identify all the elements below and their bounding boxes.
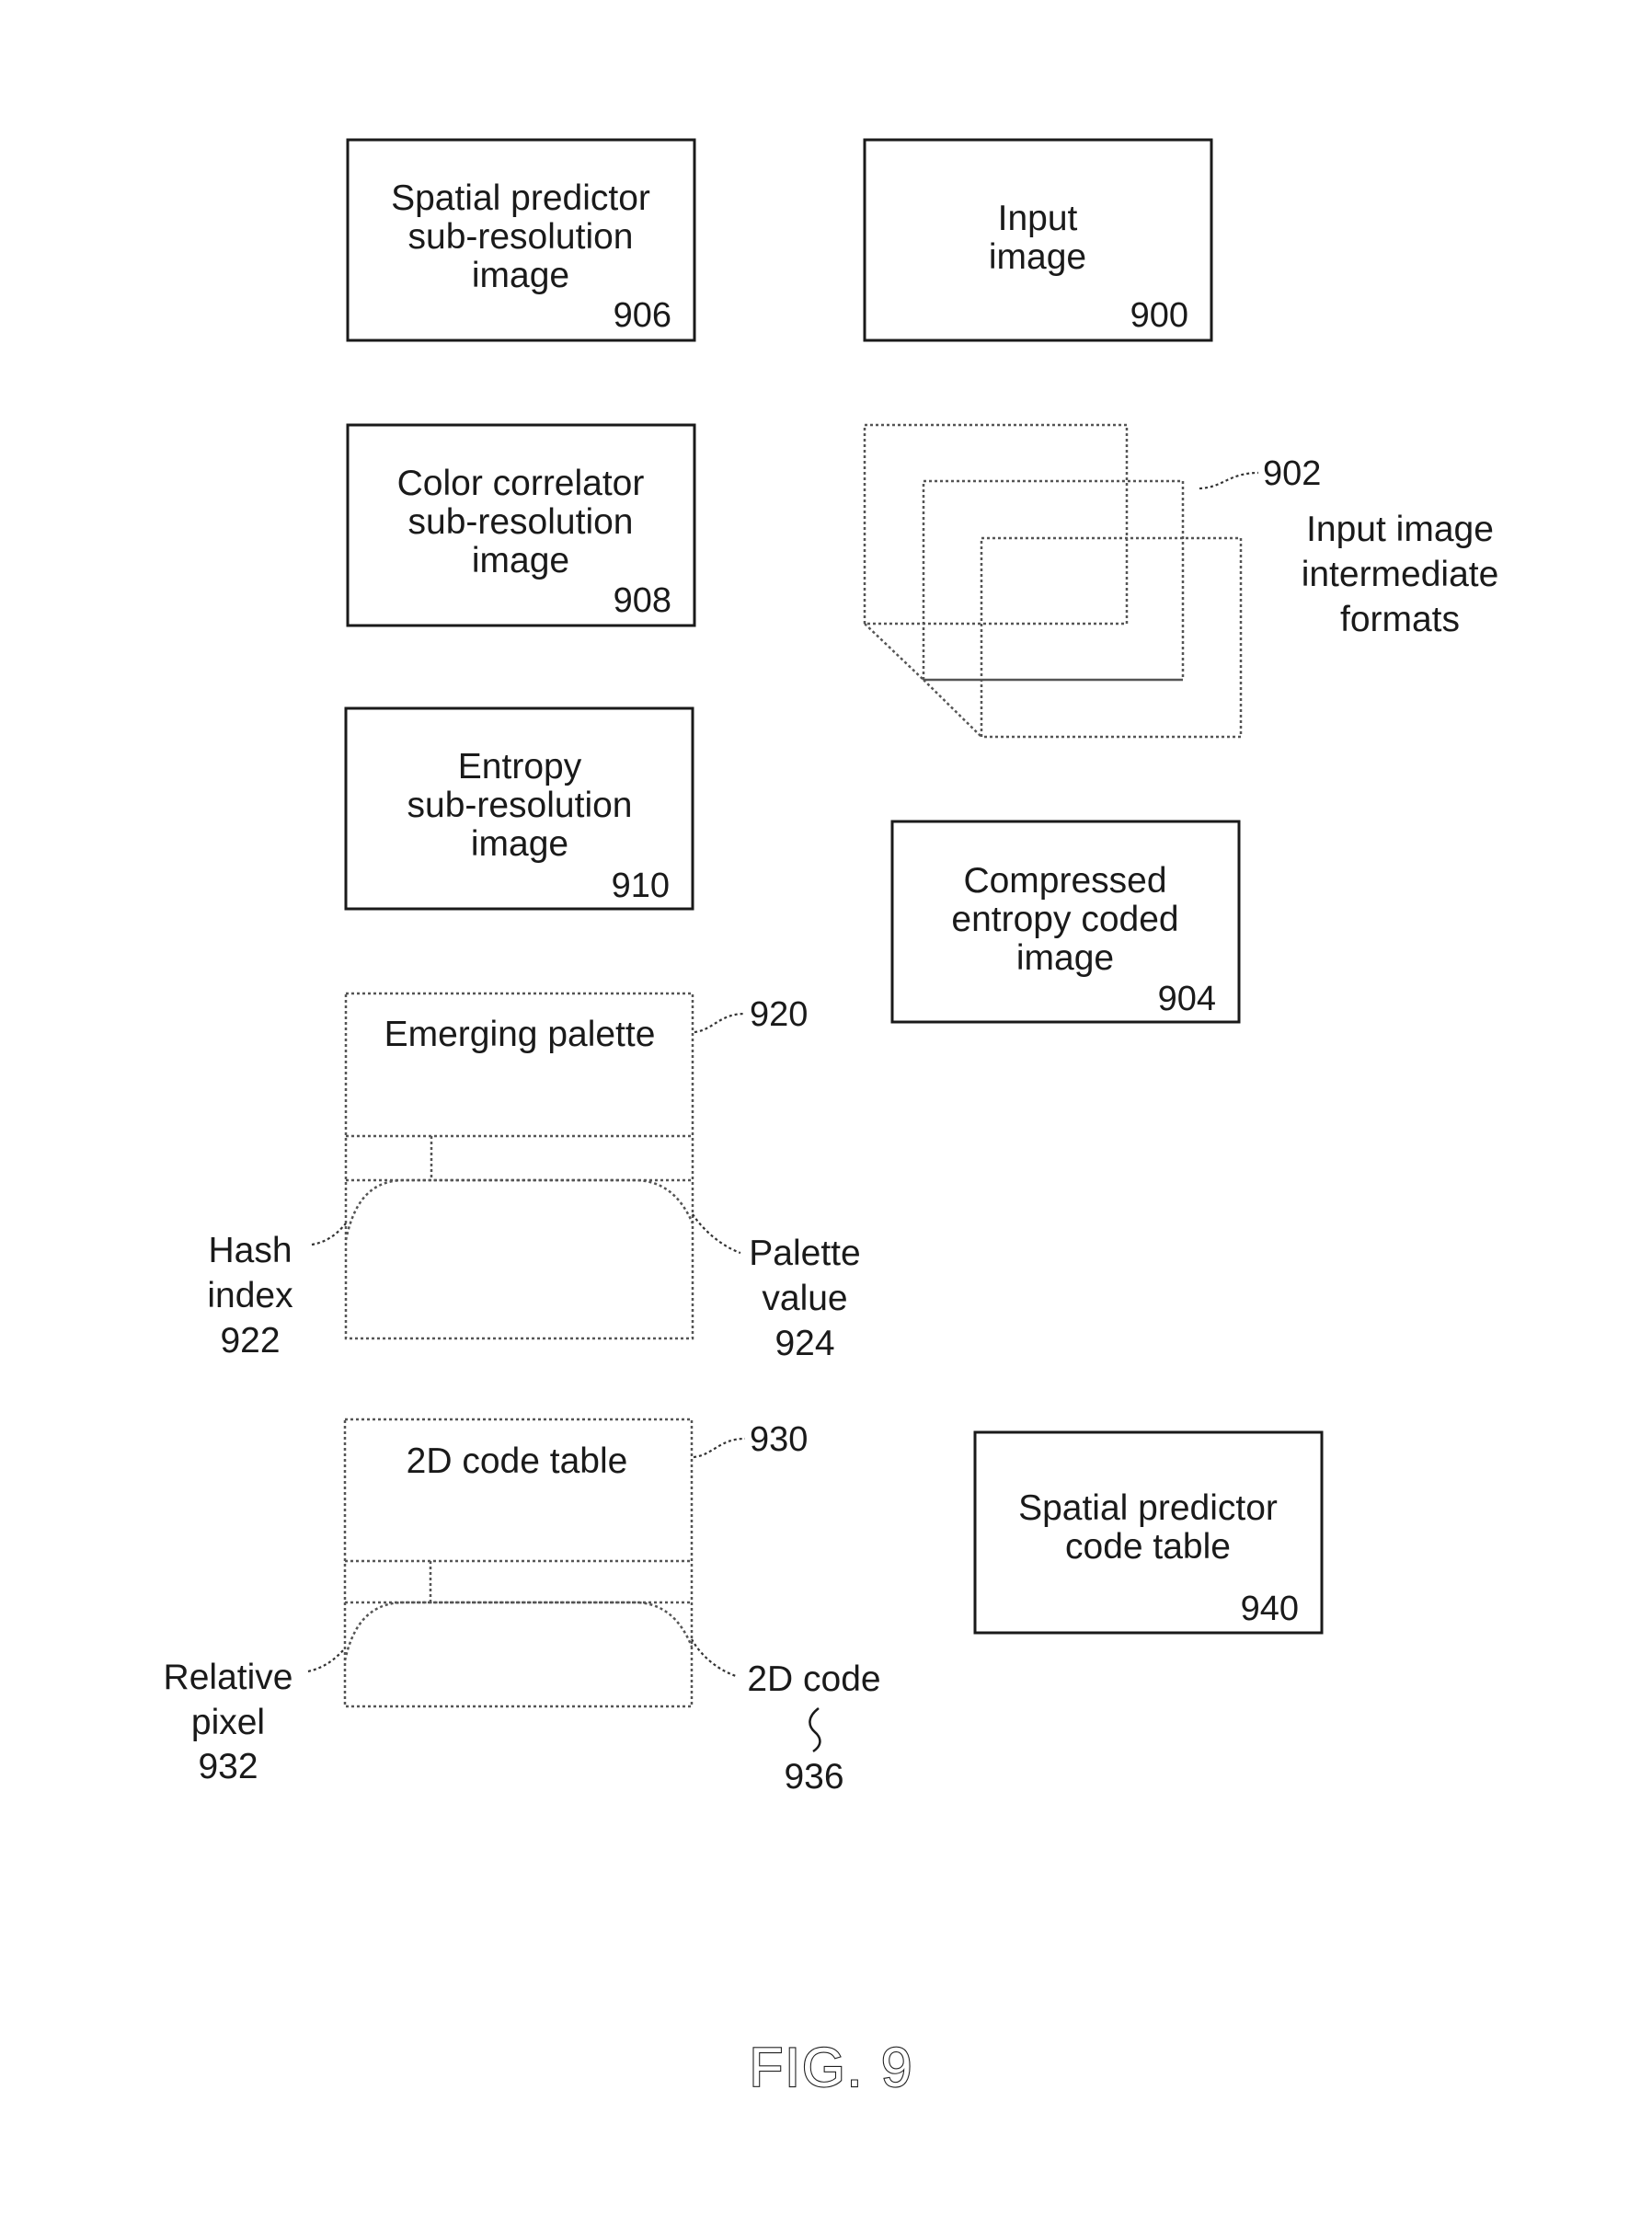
2d-code-label: 2D code: [747, 1659, 880, 1699]
box-904-line-3: image: [1016, 938, 1114, 978]
box-906-number: 906: [614, 296, 671, 335]
codetable-number: 930: [750, 1420, 808, 1459]
box-908-line-3: image: [472, 541, 569, 580]
box-900-input-image: Input image 900: [865, 140, 1211, 340]
formats-line-2: intermediate: [1302, 555, 1499, 594]
box-906-line-3: image: [472, 256, 569, 295]
formats-number: 902: [1263, 454, 1321, 493]
box-904-line-1: Compressed: [963, 861, 1166, 901]
relative-pixel-line-1: Relative: [164, 1658, 293, 1697]
box-910-entropy-subres: Entropy sub-resolution image 910: [346, 708, 693, 909]
box-940-line-2: code table: [1065, 1527, 1231, 1567]
input-image-intermediate-formats-902: 902 Input image intermediate formats: [865, 425, 1498, 737]
codetable-title: 2D code table: [407, 1441, 628, 1481]
relative-pixel-number: 932: [198, 1747, 258, 1786]
palette-number: 920: [750, 995, 808, 1034]
box-900-line-1: Input: [998, 199, 1078, 238]
2d-code-number: 936: [784, 1757, 843, 1797]
box-910-line-2: sub-resolution: [407, 786, 633, 825]
box-900-line-2: image: [989, 237, 1086, 277]
emerging-palette-920: Emerging palette 920 Hash index 922 Pale…: [207, 993, 860, 1363]
palette-value-line-1: Palette: [749, 1234, 860, 1273]
palette-title: Emerging palette: [384, 1015, 656, 1054]
hash-index-number: 922: [220, 1321, 280, 1361]
palette-value-number: 924: [774, 1324, 834, 1363]
box-910-line-1: Entropy: [458, 747, 582, 787]
box-908-line-2: sub-resolution: [408, 502, 634, 542]
box-908-line-1: Color correlator: [397, 464, 645, 503]
formats-line-3: formats: [1340, 600, 1460, 639]
box-908-number: 908: [614, 581, 671, 620]
box-908-color-correlator-subres: Color correlator sub-resolution image 90…: [348, 425, 694, 626]
box-904-line-2: entropy coded: [951, 900, 1178, 939]
box-910-line-3: image: [471, 824, 568, 864]
relative-pixel-line-2: pixel: [191, 1703, 265, 1742]
box-906-line-2: sub-resolution: [408, 217, 634, 257]
box-940-spatial-predictor-code-table: Spatial predictor code table 940: [975, 1432, 1322, 1633]
hash-index-line-1: Hash: [208, 1231, 292, 1270]
box-904-compressed-entropy-coded: Compressed entropy coded image 904: [892, 821, 1239, 1022]
code-table-930: 2D code table 930 Relative pixel 932 2D …: [164, 1419, 881, 1797]
palette-value-line-2: value: [762, 1279, 847, 1318]
box-904-number: 904: [1158, 980, 1216, 1018]
box-910-number: 910: [612, 867, 670, 905]
hash-index-line-2: index: [207, 1276, 293, 1315]
figure-label: FIG. 9: [750, 2037, 914, 2098]
box-940-line-1: Spatial predictor: [1018, 1488, 1278, 1528]
formats-line-1: Input image: [1306, 510, 1494, 549]
box-940-number: 940: [1241, 1590, 1299, 1628]
box-900-number: 900: [1130, 296, 1188, 335]
box-906-spatial-predictor-subres: Spatial predictor sub-resolution image 9…: [348, 140, 694, 340]
box-906-line-1: Spatial predictor: [391, 178, 650, 218]
